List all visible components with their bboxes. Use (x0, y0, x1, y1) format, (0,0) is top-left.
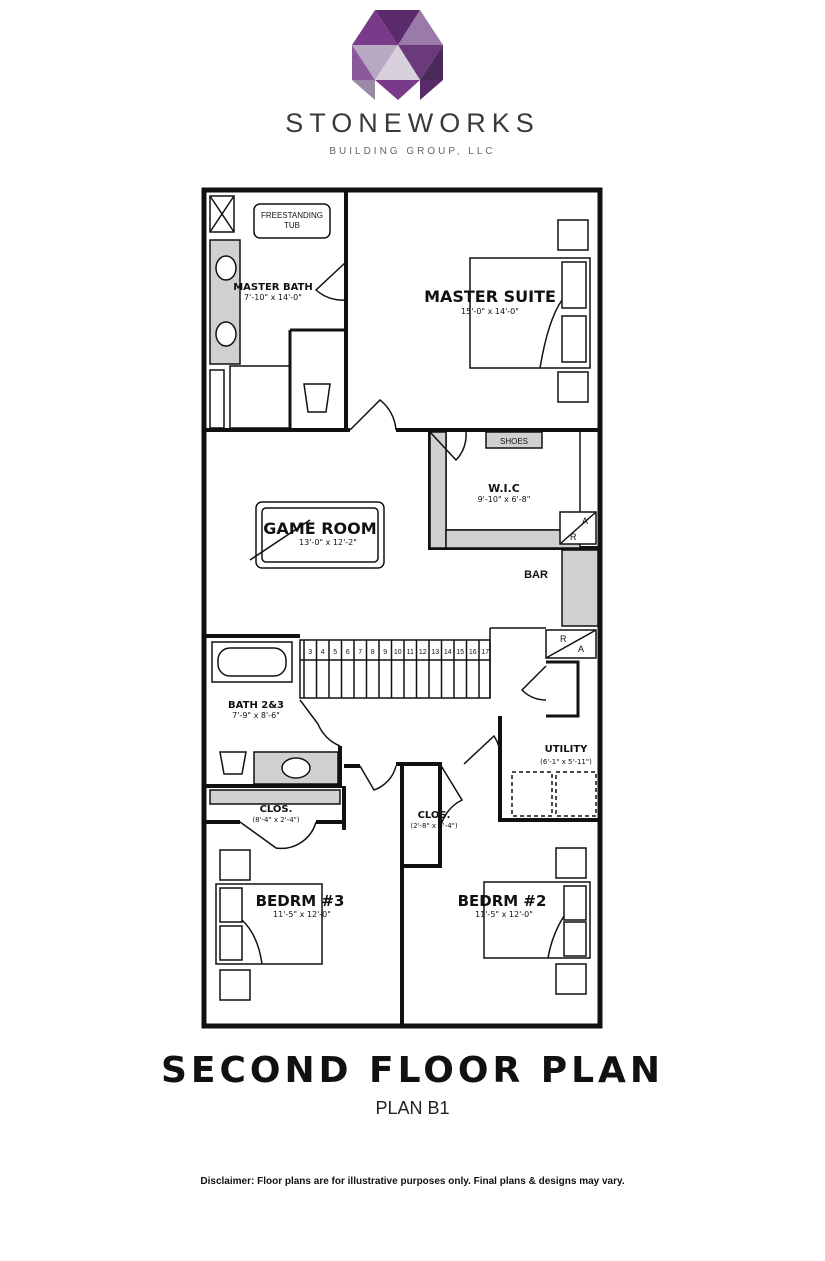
closet-shelf (209, 789, 341, 805)
shoes-shelf (485, 431, 543, 449)
master-bed (469, 219, 591, 403)
stair-number: 17 (481, 649, 489, 656)
stair-number: 16 (469, 649, 477, 656)
tub-label-2: TUB (284, 221, 300, 230)
closet2-dims: (2'-8" x 6'-4") (410, 822, 457, 830)
brand-subtitle: BUILDING GROUP, LLC (329, 146, 496, 157)
door-swing (349, 398, 397, 431)
plan-title: SECOND FLOOR PLAN (160, 1050, 665, 1091)
bath23-label: BATH 2&3 (228, 700, 284, 711)
bath23-dims: 7'-9" x 8'-6" (232, 711, 280, 720)
brand-name: STONEWORKS (285, 108, 540, 138)
stair-number: 7 (358, 649, 362, 656)
wic-label: W.I.C (488, 482, 520, 495)
stoneworks-logo (352, 10, 443, 100)
bedroom2-label: BEDRM #2 (458, 892, 547, 910)
door-swing (429, 431, 467, 462)
stair-number: 3 (308, 649, 312, 656)
dryer (555, 771, 597, 817)
stair-number: 14 (444, 649, 452, 656)
linen-box (209, 195, 235, 233)
utility-wall (498, 716, 598, 822)
stair-number: 10 (394, 649, 402, 656)
master-suite-label: MASTER SUITE (424, 287, 556, 306)
door-swing (299, 699, 341, 747)
bedroom2-dims: 11'-5" x 12'-0" (475, 910, 533, 919)
shower (229, 365, 291, 429)
stair-number: 13 (431, 649, 439, 656)
closet3-dims: (8'-4" x 2'-4") (252, 816, 299, 824)
bedroom3-bed (215, 849, 323, 1001)
master-suite-dims: 15'-0" x 14'-0" (461, 307, 519, 316)
bedroom2-bed (483, 847, 591, 995)
utility-label: UTILITY (545, 744, 589, 755)
hexagon-logo-icon (352, 10, 443, 100)
game-room-label: GAME ROOM (263, 519, 376, 538)
plan-name: PLAN B1 (375, 1098, 450, 1118)
stair-number: 8 (371, 649, 375, 656)
master-bath-dims: 7'-10" x 14'-0" (244, 293, 302, 302)
bar-label: BAR (524, 569, 548, 581)
bedroom3-dims: 11'-5" x 12'-0" (273, 910, 331, 919)
toilet (303, 383, 331, 413)
door-swing (314, 261, 347, 301)
stair-number: 11 (407, 649, 414, 656)
door-swing (439, 763, 464, 831)
washer (511, 771, 553, 817)
door-swing (359, 765, 397, 791)
stair-number: 6 (346, 649, 350, 656)
wic-shelf (429, 431, 447, 549)
stair-number: 12 (419, 649, 427, 656)
master-bath-label: MASTER BATH (233, 282, 313, 293)
closet3-label: CLOS. (260, 804, 293, 815)
pool-table (249, 501, 385, 569)
shoes-label: SHOES (500, 437, 528, 446)
stair-number: 4 (321, 649, 325, 656)
utility-dims: (6'-1" x 5'-11") (540, 758, 592, 766)
stair-number: 15 (456, 649, 464, 656)
toilet (219, 751, 247, 775)
tub-label: FREESTANDING (261, 211, 323, 220)
disclaimer: Disclaimer: Floor plans are for illustra… (200, 1176, 625, 1187)
door-swing (463, 734, 502, 765)
bathtub (211, 641, 293, 683)
floor-plan: FREESTANDING TUB MASTER BATH 7'-10" x 14… (201, 187, 603, 1029)
outer-wall (201, 187, 603, 1029)
fridge-a-label: A (578, 644, 584, 654)
stair-number: 9 (383, 649, 387, 656)
door-swing (239, 821, 317, 850)
fridge-r-label: R (560, 634, 567, 644)
fridge-a-label: A (582, 516, 588, 526)
fridge-r-label: R (570, 532, 577, 542)
closet2-label: CLOS. (418, 810, 451, 821)
bedroom3-label: BEDRM #3 (256, 892, 345, 910)
bath23-wall (206, 746, 342, 788)
game-room-dims: 13'-0" x 12'-2" (299, 538, 357, 547)
door-swing (520, 665, 547, 701)
bar-counter (561, 549, 599, 627)
freestanding-tub (253, 203, 331, 239)
stair-number: 5 (333, 649, 337, 656)
wic-dims: 9'-10" x 6'-8" (478, 495, 531, 504)
